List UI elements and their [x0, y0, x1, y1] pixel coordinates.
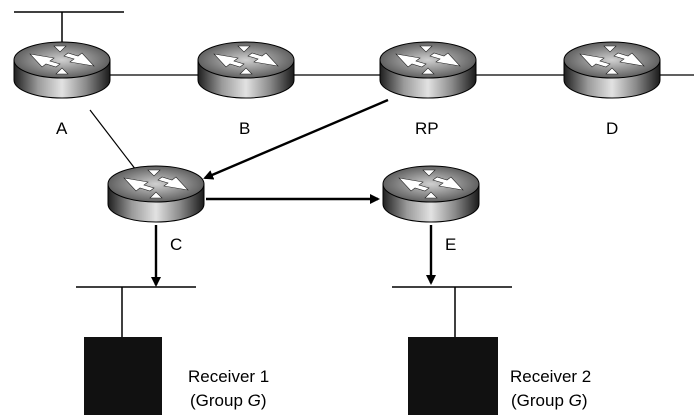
- receiver-1-name: Receiver 1: [188, 367, 269, 386]
- router-c-icon: [107, 165, 205, 223]
- router-a-label: A: [56, 119, 68, 138]
- router-rp-icon: [379, 41, 477, 99]
- router-e-label: E: [445, 235, 456, 254]
- router-a-icon: [13, 41, 111, 99]
- receiver-1-host-icon: [84, 337, 162, 415]
- router-d-label: D: [606, 119, 618, 138]
- receiver-2-name: Receiver 2: [510, 367, 591, 386]
- router-b-label: B: [239, 119, 250, 138]
- receiver-2-group: (Group G): [511, 391, 588, 410]
- router-c-label: C: [170, 235, 182, 254]
- receiver-2-host-icon: [408, 337, 498, 415]
- arrow-rp-to-c: [203, 98, 389, 180]
- router-e-icon: [382, 165, 480, 223]
- link-a-c: [89, 109, 137, 171]
- router-b-icon: [197, 41, 295, 99]
- router-d-icon: [563, 41, 661, 99]
- router-rp-label: RP: [415, 119, 439, 138]
- receiver-1-group: (Group G): [190, 391, 267, 410]
